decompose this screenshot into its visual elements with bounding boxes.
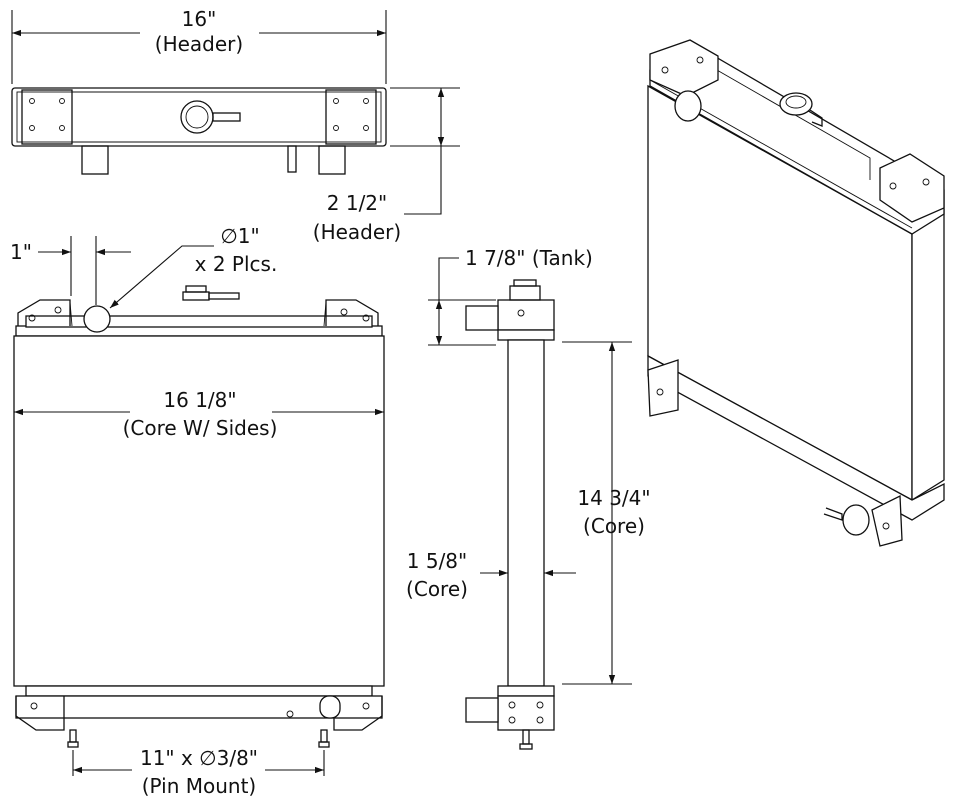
core-depth-value: 1 5/8" — [407, 549, 467, 573]
top-view — [11, 87, 387, 175]
inlet-offset-value: 1" — [10, 240, 32, 264]
pin-mount-dimension: 11" x ∅3/8" (Pin Mount) — [72, 746, 325, 798]
header-height-dimension: 2 1/2" (Header) — [313, 87, 460, 244]
side-view — [465, 279, 555, 750]
core-width-note: (Core W/ Sides) — [123, 416, 278, 440]
tank-depth-dimension: 1 7/8" (Tank) — [428, 246, 593, 346]
core-depth-dimension: 1 5/8" (Core) — [406, 549, 576, 601]
tank-depth-value: 1 7/8" (Tank) — [465, 246, 593, 270]
front-view — [13, 285, 385, 748]
side-core — [507, 339, 545, 687]
core-height-note: (Core) — [583, 514, 645, 538]
header-height-value: 2 1/2" — [327, 191, 387, 215]
header-width-dimension: 16" (Header) — [11, 7, 387, 84]
header-height-note: (Header) — [313, 220, 401, 244]
outlet-pipe — [319, 695, 341, 719]
inlet-diameter-callout: ∅1" x 2 Plcs. — [109, 224, 278, 309]
isometric-view — [647, 39, 945, 547]
core-width-value: 16 1/8" — [163, 388, 236, 412]
pin-mount-note: (Pin Mount) — [142, 774, 257, 798]
core-width-dimension: 16 1/8" (Core W/ Sides) — [14, 388, 384, 440]
header-width-value: 16" — [182, 7, 217, 31]
core-height-value: 14 3/4" — [577, 486, 650, 510]
header-width-note: (Header) — [155, 32, 243, 56]
inlet-offset-dimension: 1" — [10, 236, 131, 305]
inlet-diameter-value: ∅1" — [220, 224, 259, 248]
pin-mount-value: 11" x ∅3/8" — [140, 746, 258, 770]
core-height-dimension: 14 3/4" (Core) — [562, 341, 651, 685]
inlet-pipe — [83, 305, 111, 333]
core-depth-note: (Core) — [406, 577, 468, 601]
inlet-diameter-note: x 2 Plcs. — [195, 252, 278, 276]
